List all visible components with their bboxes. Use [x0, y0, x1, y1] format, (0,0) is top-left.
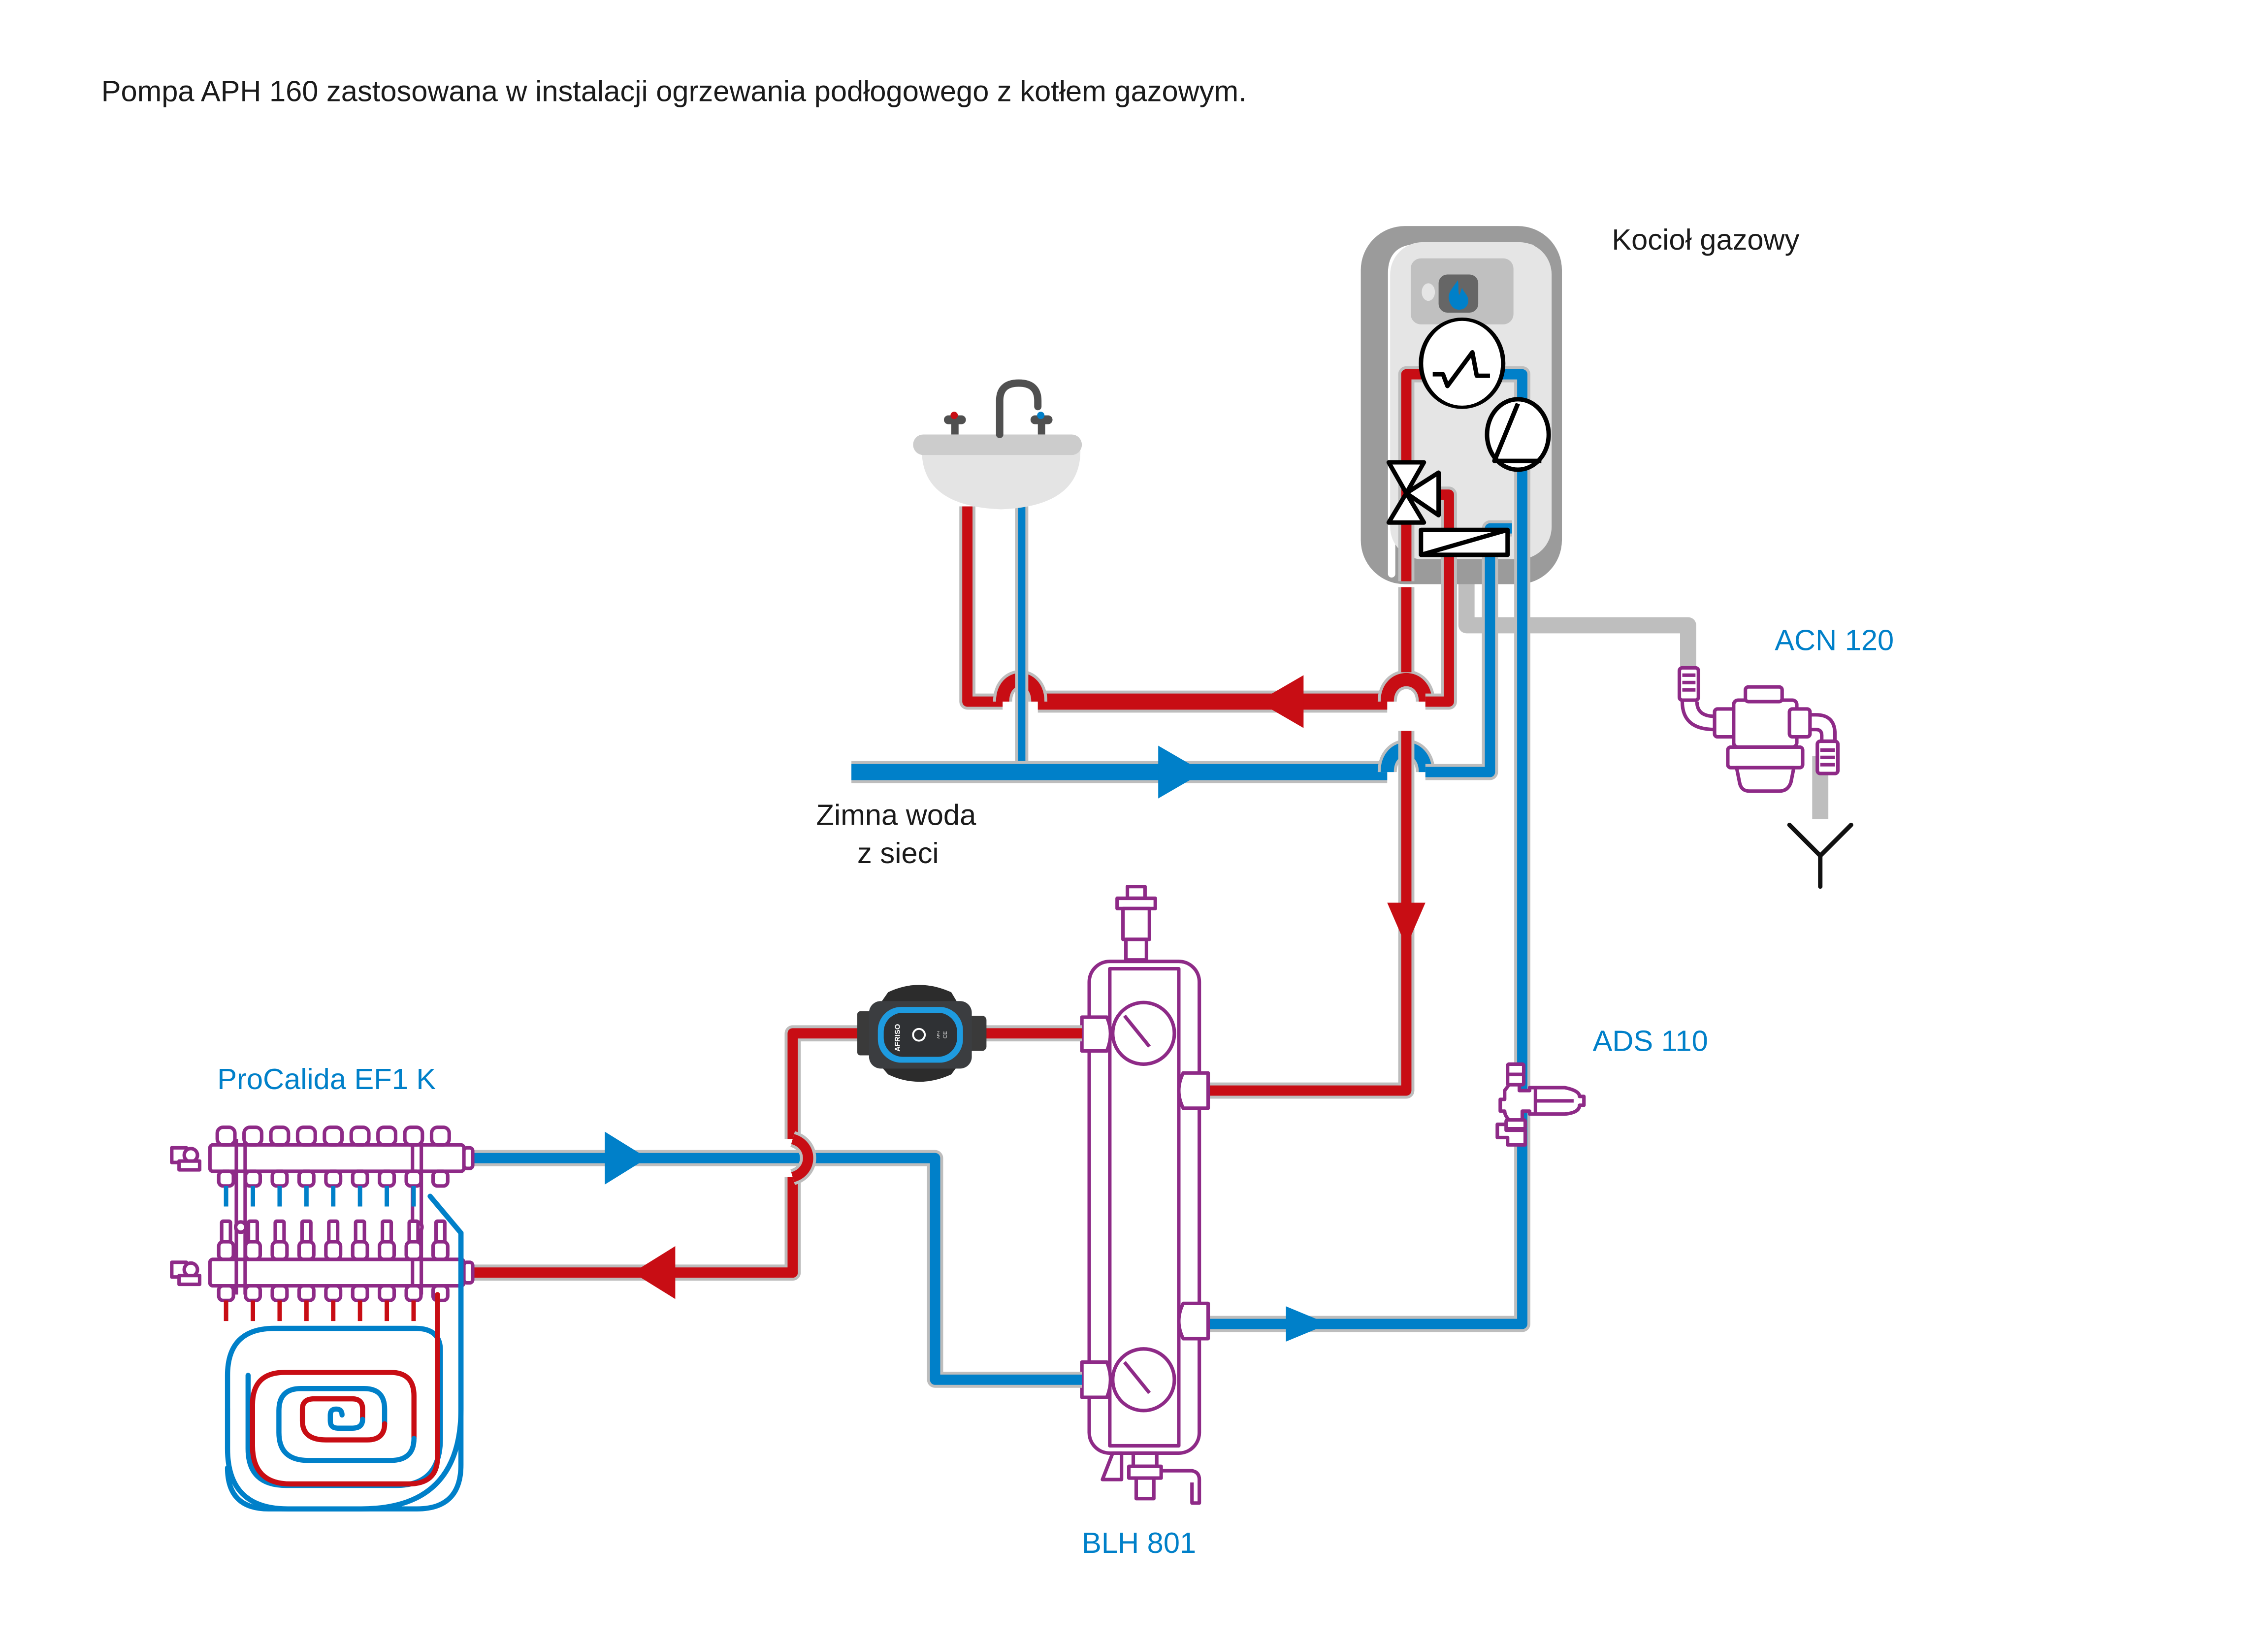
manifold-return-outlet	[324, 1284, 343, 1302]
manifold-supply-outlet	[270, 1169, 289, 1188]
flow-arrow-supply-down	[1387, 902, 1426, 947]
blh-hydraulic-separator	[1080, 885, 1210, 1505]
flow-arrow-cold-right	[1158, 745, 1204, 799]
diagram-title: Pompa APH 160 zastosowana w instalacji o…	[101, 75, 1247, 108]
manifold-supply-outlet	[431, 1169, 450, 1188]
manifold-supply-cap	[376, 1125, 398, 1147]
flow-arrow-hot-left	[1258, 675, 1304, 728]
boiler-pump-symbol	[1485, 397, 1551, 472]
blh-label: BLH 801	[1082, 1526, 1196, 1559]
cold-water-label-line2: z sieci	[857, 837, 939, 869]
ads-label: ADS 110	[1593, 1025, 1708, 1058]
floor-heating-coil	[225, 1193, 464, 1512]
boiler-return-pipe	[1203, 587, 1530, 1342]
blh-gauge-bottom	[1111, 1347, 1176, 1413]
manifold-supply-cap	[269, 1125, 291, 1147]
manifold-return-outlet	[378, 1284, 396, 1302]
manifold-flowmeter	[220, 1219, 232, 1244]
flame-icon	[1449, 280, 1468, 310]
flow-arrow-return-right	[1286, 1306, 1329, 1342]
boiler-knob-right	[1523, 283, 1536, 301]
manifold-label: ProCalida EF1 K	[217, 1062, 436, 1095]
manifold-return-outlet	[270, 1284, 289, 1302]
acn-label: ACN 120	[1775, 624, 1894, 657]
manifold-supply-outlet	[217, 1169, 235, 1188]
boiler-supply-pipe	[1203, 587, 1426, 1099]
heating-circuit-pipes	[469, 1025, 1082, 1388]
manifold-supply-cap	[295, 1125, 317, 1147]
manifold-return-valve	[324, 1240, 343, 1261]
hot-tap-icon	[943, 415, 966, 424]
manifold-return-valve	[404, 1240, 423, 1261]
drain-icon	[1787, 822, 1853, 889]
heat-exchanger-symbol	[1419, 318, 1506, 409]
cold-tap-icon	[1030, 415, 1053, 424]
manifold-return-valve	[297, 1240, 316, 1261]
manifold-supply-outlet	[404, 1169, 423, 1188]
flow-arrow-manifold-return	[632, 1246, 676, 1299]
manifold-return-valve	[431, 1240, 450, 1261]
manifold-supply-outlet	[297, 1169, 316, 1188]
manifold-flowmeter	[273, 1219, 286, 1244]
manifold-return-outlet	[404, 1284, 423, 1302]
blh-gauge-top	[1111, 1000, 1176, 1066]
acn-neutralizer	[1677, 666, 1840, 793]
three-way-valve-symbol	[1386, 460, 1441, 525]
boiler-knob-left	[1422, 283, 1435, 301]
manifold-supply-cap	[403, 1125, 424, 1147]
dhw-circuit	[851, 506, 1498, 799]
manifold-return-outlet	[244, 1284, 262, 1302]
sink	[913, 379, 1082, 510]
aph-pump: AFRISO APH CE	[857, 985, 987, 1082]
manifold-flowmeter	[247, 1219, 259, 1244]
manifold-supply-outlet	[324, 1169, 343, 1188]
gas-boiler	[1361, 226, 1562, 587]
pump-mode-icon	[912, 1028, 926, 1042]
manifold-supply-cap	[323, 1125, 344, 1147]
manifold-supply-outlet	[244, 1169, 262, 1188]
manifold-flowmeter	[327, 1219, 340, 1244]
manifold-supply-cap	[215, 1125, 237, 1147]
boiler-label: Kocioł gazowy	[1612, 223, 1799, 256]
manifold-return-valve	[217, 1240, 235, 1261]
manifold-supply-cap	[349, 1125, 371, 1147]
manifold-flowmeter	[434, 1219, 447, 1244]
manifold-return-outlet	[217, 1284, 235, 1302]
pump-ce-mark: CE	[942, 1031, 948, 1038]
manifold-supply-outlet	[378, 1169, 396, 1188]
pump-model-mark: APH	[936, 1031, 940, 1039]
manifold-return-valve	[378, 1240, 396, 1261]
manifold-return-outlet	[351, 1284, 369, 1302]
procalida-manifold	[170, 1125, 475, 1321]
manifold-flowmeter	[381, 1219, 393, 1244]
flow-arrow-manifold-supply	[605, 1131, 648, 1185]
manifold-return-valve	[270, 1240, 289, 1261]
cold-water-label-line1: Zimna woda	[816, 798, 977, 831]
manifold-return-valve	[244, 1240, 262, 1261]
manifold-flowmeter	[354, 1219, 366, 1244]
manifold-supply-cap	[242, 1125, 263, 1147]
pump-brand: AFRISO	[894, 1024, 902, 1052]
manifold-return-valve	[351, 1240, 369, 1261]
plate-heat-exchanger-symbol	[1419, 527, 1510, 557]
manifold-supply-outlet	[351, 1169, 369, 1188]
manifold-flowmeter	[300, 1219, 313, 1244]
manifold-return-outlet	[297, 1284, 316, 1302]
sink-faucet-icon	[996, 379, 1042, 438]
manifold-flowmeter	[407, 1219, 420, 1244]
ads-dirt-separator	[1495, 1062, 1586, 1147]
manifold-supply-cap	[429, 1125, 451, 1147]
